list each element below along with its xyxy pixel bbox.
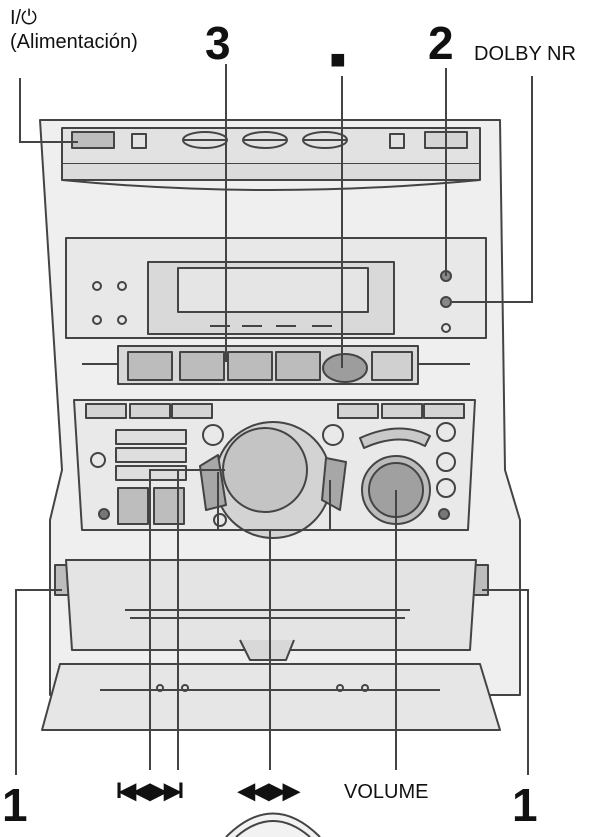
callout-2: 2: [428, 17, 454, 69]
tray-button-5: [389, 133, 405, 149]
leader-search: [217, 472, 331, 770]
leader-dolby: [452, 76, 533, 303]
leader-1-left: [15, 589, 62, 775]
power-button: [71, 131, 115, 149]
cd-tray-panel: [61, 127, 481, 165]
deck-button-6: [371, 351, 413, 381]
tape-button-b: [153, 487, 185, 525]
volume-label: VOLUME: [344, 781, 429, 803]
deck-button-4: [275, 351, 321, 381]
tape-button-a: [117, 487, 149, 525]
power-symbol-label: I/⏻: [10, 7, 37, 29]
leader-power: [19, 78, 78, 143]
tray-button-1: [131, 133, 147, 149]
search-symbol-label: ◀◀ ▶▶: [238, 778, 300, 803]
stop-button-shape: [322, 353, 368, 383]
deck-button-1: [127, 351, 173, 381]
callout-1-left: 1: [2, 779, 28, 831]
leader-skip-left: [149, 469, 225, 770]
jog-dial-inner: [222, 427, 308, 513]
leader-1-right: [482, 589, 529, 775]
stop-symbol-label: ■: [330, 44, 346, 74]
callout-3: 3: [205, 17, 231, 69]
callout-1-right: 1: [512, 779, 538, 831]
deck-button-3: [227, 351, 273, 381]
dolby-nr-label: DOLBY NR: [474, 43, 576, 65]
skip-symbol-label: I◀◀ ▶▶I: [116, 778, 184, 803]
power-name-label: (Alimentación): [10, 31, 138, 53]
remote-control-top: [225, 812, 321, 837]
dolby-nr-button: [440, 296, 452, 308]
deck-button-2: [179, 351, 225, 381]
